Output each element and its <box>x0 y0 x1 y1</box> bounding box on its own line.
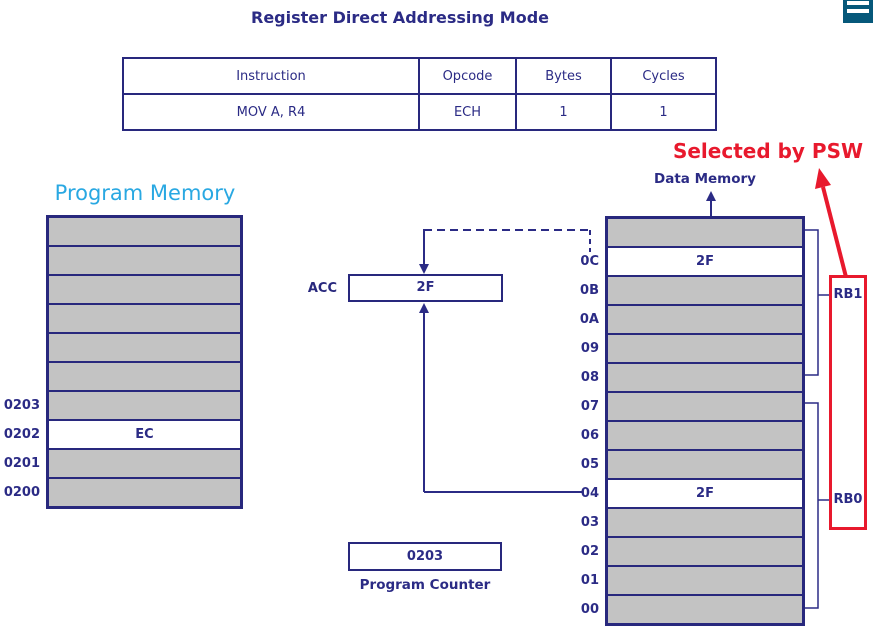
menu-button[interactable] <box>843 0 873 23</box>
table-row: MOV A, R4 ECH 1 1 <box>124 95 715 129</box>
address-label: 0201 <box>3 456 40 471</box>
memory-cell <box>608 420 802 449</box>
memory-cell <box>49 303 240 332</box>
arrowhead-up-icon <box>706 191 716 201</box>
memory-cell-highlighted: 2F <box>608 246 802 275</box>
memory-cell <box>608 594 802 623</box>
cell-bytes: 1 <box>515 95 610 129</box>
arrowhead-up-icon <box>419 303 429 313</box>
memory-cell <box>608 536 802 565</box>
instruction-table: Instruction Opcode Bytes Cycles MOV A, R… <box>122 57 717 131</box>
address-label: 07 <box>580 399 599 414</box>
memory-cell <box>608 565 802 594</box>
memory-cell <box>608 507 802 536</box>
rb1-bracket <box>805 229 819 376</box>
address-label: 0200 <box>3 485 40 500</box>
memory-cell <box>49 218 240 245</box>
data-memory-block: 2F 2F <box>605 216 805 626</box>
address-label: 00 <box>580 602 599 617</box>
memory-cell-highlighted: 2F <box>608 478 802 507</box>
memory-cell <box>49 477 240 506</box>
memory-cell <box>608 304 802 333</box>
address-label: 0B <box>580 283 599 298</box>
address-label: 05 <box>580 457 599 472</box>
memory-cell <box>49 274 240 303</box>
cell-instruction: MOV A, R4 <box>236 104 306 120</box>
program-memory-title: Program Memory <box>54 181 236 205</box>
memory-cell <box>49 361 240 390</box>
psw-selection-box: RB1 RB0 <box>829 275 867 530</box>
arrowhead-down-icon <box>419 264 429 274</box>
memory-cell-highlighted: EC <box>49 419 240 448</box>
cell-opcode: ECH <box>418 95 515 129</box>
memory-cell <box>608 275 802 304</box>
rb0-bracket <box>805 402 819 609</box>
address-label: 0A <box>579 312 599 327</box>
selected-by-psw-label: Selected by PSW <box>672 139 864 163</box>
address-label: 06 <box>580 428 599 443</box>
data-memory-title: Data Memory <box>654 171 756 187</box>
hamburger-menu-icon <box>847 9 869 13</box>
memory-cell <box>49 390 240 419</box>
memory-cell <box>49 332 240 361</box>
program-memory-block: EC <box>46 215 243 509</box>
acc-label: ACC <box>307 281 337 296</box>
acc-register: 2F <box>348 274 503 302</box>
arrowhead-up-icon <box>815 168 831 189</box>
memory-cell <box>608 333 802 362</box>
address-label: 0202 <box>3 427 40 442</box>
table-header-row: Instruction Opcode Bytes Cycles <box>124 59 715 95</box>
address-label: 02 <box>580 544 599 559</box>
rb0-label: RB0 <box>833 492 863 507</box>
memory-cell <box>49 245 240 274</box>
header-instruction: Instruction <box>236 68 306 84</box>
hamburger-menu-icon <box>847 1 869 5</box>
address-label: 04 <box>580 486 599 501</box>
address-label: 0C <box>580 254 599 269</box>
program-counter-label: Program Counter <box>359 577 491 593</box>
cell-cycles: 1 <box>610 95 715 129</box>
psw-arrow-line <box>821 186 848 278</box>
memory-cell <box>49 448 240 477</box>
header-opcode: Opcode <box>418 59 515 93</box>
memory-cell <box>608 449 802 478</box>
page-title: Register Direct Addressing Mode <box>251 8 549 27</box>
memory-cell <box>608 219 802 246</box>
address-label: 08 <box>580 370 599 385</box>
memory-cell <box>608 362 802 391</box>
address-label: 09 <box>580 341 599 356</box>
address-label: 0203 <box>3 398 40 413</box>
rb1-label: RB1 <box>833 287 863 302</box>
address-label: 01 <box>580 573 599 588</box>
program-counter-register: 0203 <box>348 542 502 571</box>
header-bytes: Bytes <box>515 59 610 93</box>
address-label: 03 <box>580 515 599 530</box>
memory-cell <box>608 391 802 420</box>
header-cycles: Cycles <box>610 59 715 93</box>
